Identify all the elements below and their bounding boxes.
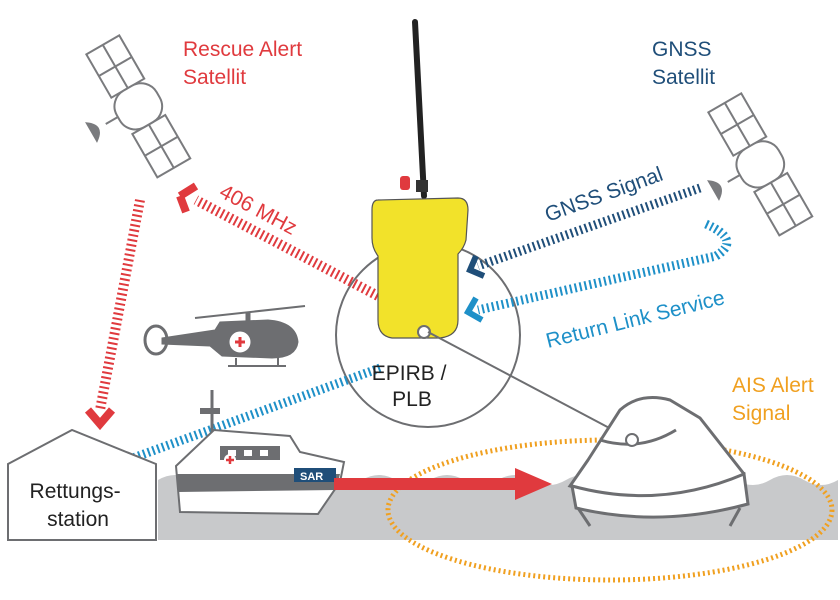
satellite-to-station-line xyxy=(95,199,145,411)
boat-sar-label: SAR xyxy=(300,471,323,483)
device-label: EPIRB / PLB xyxy=(372,362,453,411)
station-label: Rettungs- station xyxy=(30,480,127,531)
return-link-arrowhead xyxy=(463,296,484,323)
station-arrowhead xyxy=(84,407,116,431)
helicopter-icon xyxy=(143,305,306,367)
satellite-icon xyxy=(706,92,814,237)
rescue-satellite-label: Rescue Alert Satellit xyxy=(183,38,308,89)
gnss-arrowhead xyxy=(466,254,486,279)
satellite-icon xyxy=(84,34,192,179)
return-link-label: Return Link Service xyxy=(544,286,727,353)
station-house-icon xyxy=(7,428,157,541)
device-to-station-line xyxy=(120,363,382,467)
ais-label: AIS Alert Signal xyxy=(732,374,820,425)
signal-406-arrowhead xyxy=(176,182,199,214)
signal-406-line xyxy=(193,195,381,301)
leader-line xyxy=(427,331,633,441)
rescue-direction-arrow xyxy=(334,468,552,500)
beacon-device-icon xyxy=(371,19,469,339)
gnss-satellite-label: GNSS Satellit xyxy=(652,38,717,89)
life-raft-icon xyxy=(567,396,750,527)
rescue-boat-icon: SAR xyxy=(174,390,346,516)
gnss-signal-line xyxy=(476,183,702,271)
